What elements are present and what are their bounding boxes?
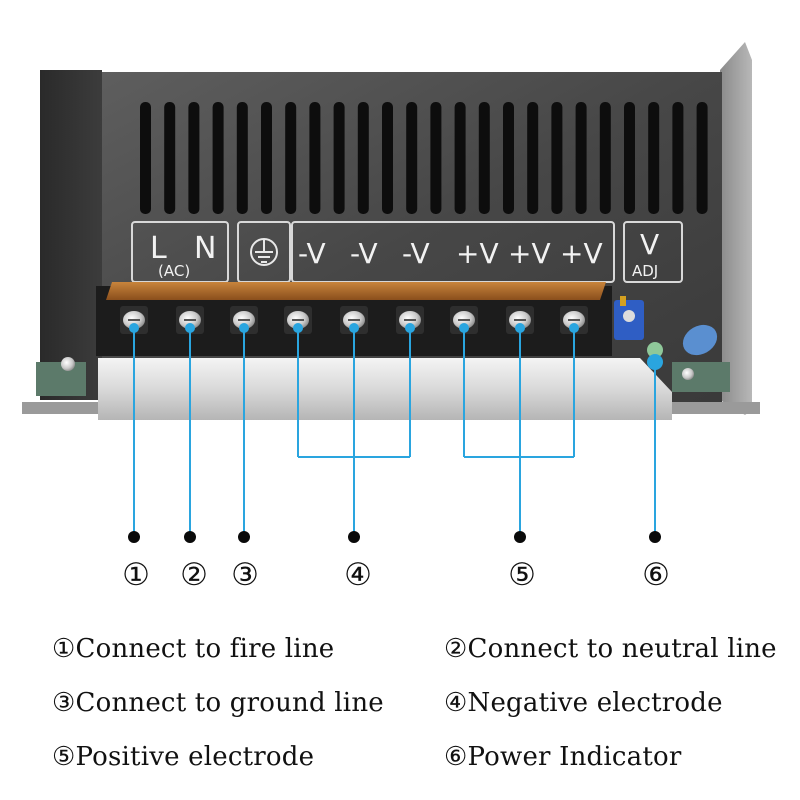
legend-item-neutral-line: ②Connect to neutral line	[444, 634, 777, 664]
adjust-screw-icon	[623, 310, 635, 322]
callout-dot	[348, 531, 360, 543]
vent-slot	[140, 102, 151, 214]
terminal-marker	[185, 323, 195, 333]
panel-label-N: N	[194, 231, 216, 266]
vent-slot	[599, 102, 611, 214]
vent-slot	[575, 102, 587, 214]
front-cover	[98, 358, 672, 420]
terminal-markers	[128, 323, 663, 543]
terminal-marker	[129, 323, 139, 333]
panel-label-pos-2: +V	[508, 237, 551, 270]
callout-dot	[238, 531, 250, 543]
callout-dot	[514, 531, 526, 543]
callout-4: ④	[344, 557, 372, 593]
callout-5: ⑤	[508, 557, 536, 593]
callout-2: ②	[180, 557, 208, 593]
vent-slot	[285, 102, 297, 214]
vent-slot	[188, 102, 200, 214]
mount-screw-right	[682, 368, 694, 380]
terminal-marker	[349, 323, 359, 333]
vent-slots	[140, 102, 708, 214]
ground-symbol-icon	[250, 238, 278, 266]
vent-slot	[236, 102, 248, 214]
legend-item-power-indicator: ⑥Power Indicator	[444, 742, 682, 772]
panel-label-ADJ: ADJ	[632, 262, 658, 280]
legend-item-negative: ④Negative electrode	[444, 688, 723, 718]
indicator-marker	[647, 354, 663, 370]
vent-slot	[527, 102, 539, 214]
terminal-marker	[515, 323, 525, 333]
callout-6: ⑥	[642, 557, 670, 593]
vent-slot	[164, 102, 176, 214]
terminal-marker	[239, 323, 249, 333]
vent-slot	[309, 102, 321, 214]
vent-slot	[333, 102, 345, 214]
vent-slot	[454, 102, 466, 214]
callout-dot	[128, 531, 140, 543]
panel-label-neg-2: -V	[350, 237, 378, 270]
callout-3: ③	[231, 557, 259, 593]
panel-label-neg-1: -V	[298, 237, 326, 270]
insulator-bar	[106, 282, 606, 300]
vent-slot	[261, 102, 272, 214]
vent-slot	[551, 102, 563, 214]
panel-label-L: L	[150, 231, 167, 266]
callout-1: ①	[122, 557, 150, 593]
legend-item-positive: ⑤Positive electrode	[52, 742, 315, 772]
adjust-pin	[620, 296, 626, 306]
callout-dot	[649, 531, 661, 543]
terminal-screws	[120, 306, 588, 334]
panel-label-neg-3: -V	[402, 237, 430, 270]
vent-slot	[478, 102, 490, 214]
terminal-marker	[405, 323, 415, 333]
vent-slot	[430, 102, 442, 214]
legend-item-fire-line: ①Connect to fire line	[52, 634, 335, 664]
vent-slot	[382, 102, 393, 214]
panel-label-AC: (AC)	[158, 262, 190, 280]
mount-screw-left	[61, 357, 75, 371]
terminal-marker	[569, 323, 579, 333]
leader-lines	[133, 328, 656, 536]
side-block	[40, 70, 102, 400]
terminal-marker	[459, 323, 469, 333]
vent-slot	[624, 102, 635, 214]
vent-slot	[503, 102, 514, 214]
panel-label-V: V	[640, 228, 659, 261]
panel-label-pos-3: +V	[560, 237, 603, 270]
terminal-marker	[293, 323, 303, 333]
vent-slot	[696, 102, 708, 214]
vent-slot	[357, 102, 369, 214]
vent-slot	[212, 102, 224, 214]
capacitor	[682, 324, 718, 356]
vent-slot	[406, 102, 418, 214]
vent-slot	[672, 102, 684, 214]
legend-item-ground-line: ③Connect to ground line	[52, 688, 384, 718]
callout-dot	[184, 531, 196, 543]
power-indicator-led	[647, 342, 663, 358]
pcb-left	[36, 362, 86, 396]
vent-slot	[648, 102, 660, 214]
pcb-right	[672, 362, 730, 392]
panel-label-pos-1: +V	[456, 237, 499, 270]
side-bracket	[720, 42, 752, 415]
